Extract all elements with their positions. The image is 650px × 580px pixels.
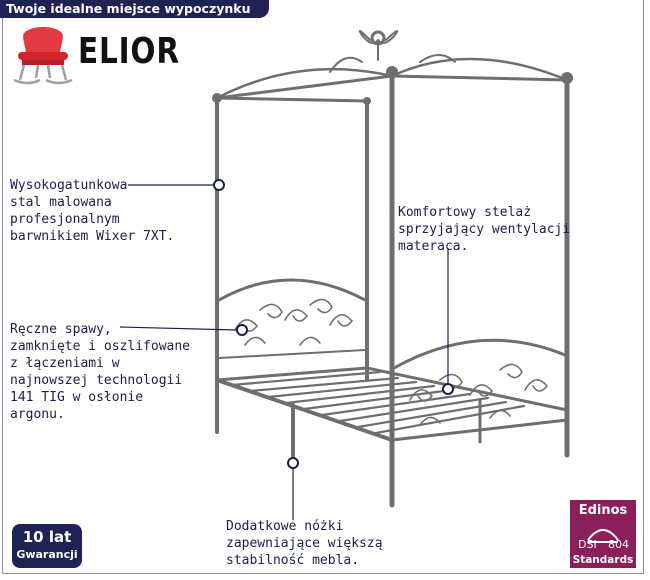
warranty-years: 10 lat [22,528,72,546]
brand-name: ELIOR [78,31,180,72]
certificate-brand: Edinos [578,503,628,518]
tagline-banner: Twoje idealne miejsce wypoczynku [0,0,269,18]
certificate-standards: Standards [572,554,634,566]
callout-legs: Dodatkowe nóżki zapewniające większą sta… [226,519,383,568]
callout-frame: Komfortowy stelaż sprzyjający wentylacji… [398,205,571,254]
page-frame [2,0,644,574]
callout-welds: Ręczne spawy, zamknięte i oszlifowane z … [10,322,191,422]
certificate-dsi: DSI [578,538,597,551]
certificate-badge: Edinos DSI 804 Standards [570,500,636,568]
certificate-seal-icon [587,529,619,543]
callout-steel: Wysokogatunkowa stal malowana profesjona… [10,178,175,244]
warranty-badge: 10 lat Gwarancji [12,524,82,568]
certificate-code: 804 [608,538,629,551]
red-armchair-icon [13,27,73,85]
warranty-label: Gwarancji [16,548,78,561]
